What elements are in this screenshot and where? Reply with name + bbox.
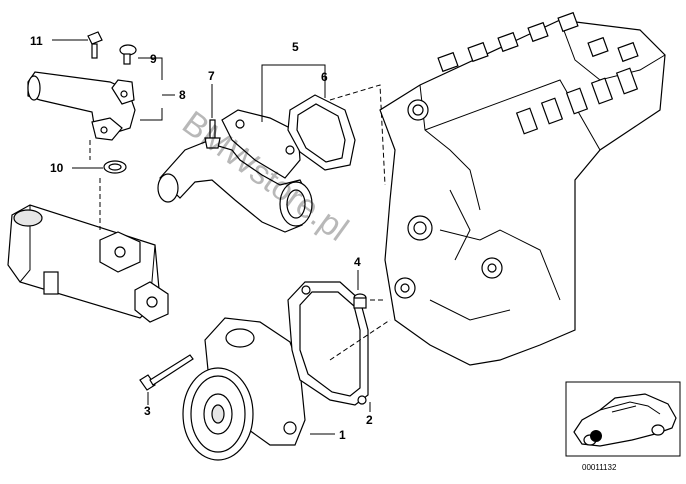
assembly-lines xyxy=(89,84,391,361)
callout-3: 3 xyxy=(144,404,151,418)
coolant-pipe xyxy=(157,109,313,233)
leader-lines xyxy=(52,39,371,435)
reference-number: 00011132 xyxy=(582,463,617,472)
thermostat-housing xyxy=(27,71,136,141)
bolt-11 xyxy=(87,31,103,59)
pulley xyxy=(182,367,254,461)
callout-11: 11 xyxy=(30,34,43,48)
engine-block xyxy=(379,11,666,366)
screw-plug-9 xyxy=(119,44,137,65)
callout-5: 5 xyxy=(292,40,299,54)
seal-ring-10 xyxy=(103,160,127,174)
callout-7: 7 xyxy=(208,69,215,83)
bolt-7 xyxy=(204,119,221,149)
callout-1: 1 xyxy=(339,428,346,442)
callout-9: 9 xyxy=(150,52,157,66)
egr-cooler xyxy=(7,204,169,323)
gasket-6 xyxy=(287,94,356,171)
sleeve-4 xyxy=(353,293,367,309)
callout-2: 2 xyxy=(366,413,373,427)
gasket-2 xyxy=(287,281,369,406)
vehicle-thumbnail xyxy=(565,381,681,457)
location-marker xyxy=(590,430,602,442)
callout-10: 10 xyxy=(50,161,64,175)
callout-8: 8 xyxy=(179,88,186,102)
callout-6: 6 xyxy=(321,70,328,84)
callout-4: 4 xyxy=(354,255,361,269)
bolt-3 xyxy=(139,354,194,391)
